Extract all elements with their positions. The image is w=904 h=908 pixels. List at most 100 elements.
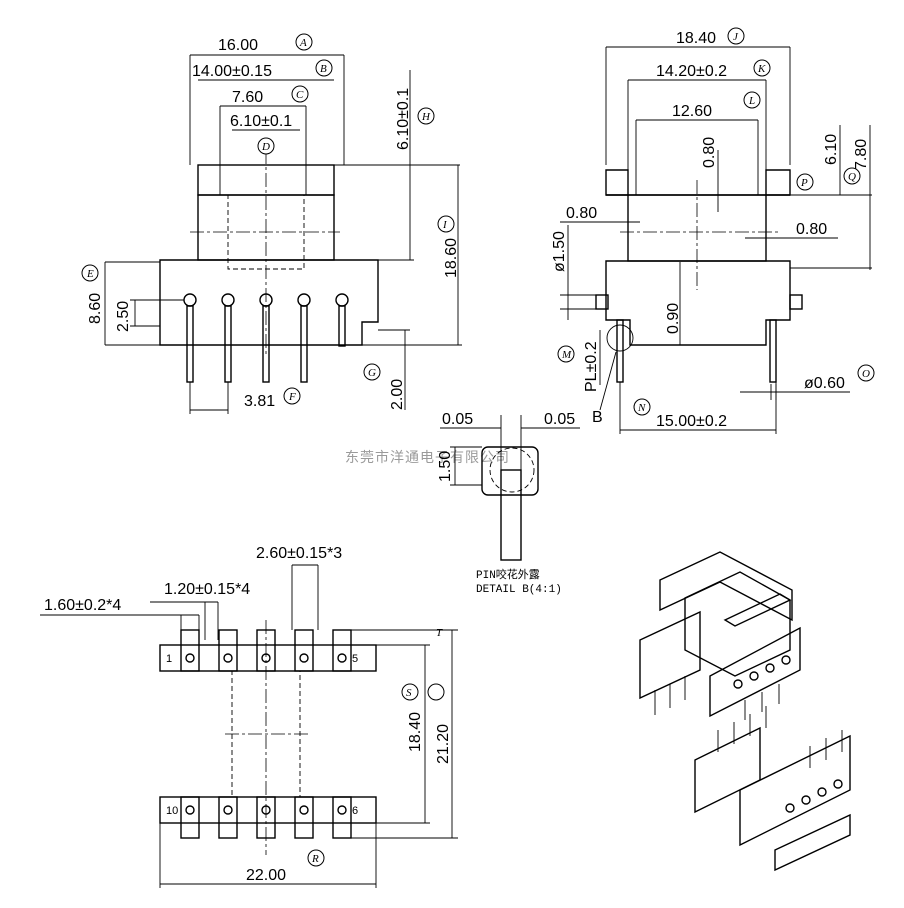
svg-text:C: C [296,89,304,101]
iso-top-flange [659,551,793,622]
front-pin [300,305,308,383]
dim-7-60: 7.60 [232,89,263,106]
detail-dim-height: 1.50 [437,451,454,482]
svg-text:A: A [299,37,307,49]
bottom-view: 1 5 10 6 2.60±0.15*3 1.20±0.15*4 1.60±0.… [40,545,458,888]
front-view: 16.00 A 14.00±0.15 B 7.60 C 6.10±0.1 D 6… [81,33,462,414]
front-pin-hole [297,293,311,307]
side-right-stub [789,294,803,310]
dim-16-00: 16.00 [218,37,258,54]
label-detail-b: B [592,409,603,426]
front-pin [262,305,270,383]
dim-1-20: 1.20±0.15*4 [164,581,250,598]
dim-15-00: 15.00±0.2 [656,413,727,430]
detail-pin [500,469,522,561]
side-left-stub [595,294,609,310]
detail-b-circle [606,324,634,352]
label-t: T [436,627,443,639]
side-right-tab [765,169,791,196]
dim-2-60: 2.60±0.15*3 [256,545,342,562]
side-left-tab [605,169,629,196]
dim-21-20: 21.20 [435,724,452,764]
bottom-bottom-rail [159,796,377,824]
bottom-top-rail [159,644,377,672]
dim-6-10-vertical: 6.10±0.1 [395,88,412,150]
dim-0-80-right: 0.80 [796,221,827,238]
iso-pins-lower [717,706,843,813]
pin-label-10: 10 [166,805,178,817]
iso-left-base [639,610,701,700]
detail-b-view: 0.05 0.05 1.50 PIN咬花外露 DETAIL B(4:1) [437,411,580,596]
dim-6-10-side: 6.10 [823,134,840,165]
detail-circle [489,447,535,493]
svg-text:H: H [421,111,431,123]
detail-dim-right: 0.05 [544,411,575,428]
svg-text:M: M [561,349,572,361]
front-pin-hole [221,293,235,307]
dim-7-80: 7.80 [853,139,870,170]
svg-text:O: O [862,368,870,380]
svg-text:D: D [261,141,270,153]
iso-right-base [709,626,801,718]
dim-0-80-top: 0.80 [701,137,718,168]
front-pin [338,305,346,347]
svg-text:B: B [320,63,327,75]
svg-text:G: G [368,367,376,379]
dim-dia-1-50: ø1.50 [551,231,568,272]
dim-18-40-bottom: 18.40 [407,712,424,752]
detail-dim-left: 0.05 [442,411,473,428]
dim-14-00: 14.00±0.15 [192,63,272,80]
svg-text:Q: Q [848,171,856,183]
dim-3-81: 3.81 [244,393,275,410]
dim-14-20: 14.20±0.2 [656,63,727,80]
front-pins [183,293,349,383]
dim-dia-0-60: ø0.60 [804,375,845,392]
iso-lower-right-block [739,734,851,847]
dim-2-50: 2.50 [115,301,132,332]
bottom-pins-top [180,629,352,672]
dim-0-80-left: 0.80 [566,205,597,222]
svg-text:P: P [800,177,808,189]
front-pin-hole [183,293,197,307]
dim-pl: PL±0.2 [583,341,600,392]
dim-2-00: 2.00 [389,379,406,410]
dim-8-60: 8.60 [87,293,104,324]
svg-text:K: K [757,63,766,75]
detail-title: PIN咬花外露 [476,567,540,582]
bottom-pins-bottom [180,796,352,839]
dim-18-60: 18.60 [443,238,460,278]
dim-22-00: 22.00 [246,867,286,884]
dim-1-60: 1.60±0.2*4 [44,597,121,614]
svg-text:S: S [406,687,412,699]
pin-label-5: 5 [352,653,358,665]
pin-label-6: 6 [352,805,358,817]
svg-text:E: E [86,268,94,280]
svg-text:N: N [637,402,646,414]
dim-18-40: 18.40 [676,30,716,47]
dim-0-90: 0.90 [665,303,682,334]
svg-text:J: J [733,31,739,43]
front-pin-hole [335,293,349,307]
side-view: 18.40 J 14.20±0.2 K 12.60 L 0.80 6.10 7.… [551,27,875,434]
svg-text:R: R [311,853,319,865]
svg-text:F: F [288,391,296,403]
svg-text:L: L [748,95,755,107]
side-pin-right [769,319,777,383]
iso-lower-tab [774,813,851,872]
empty-circle-marker [427,683,445,701]
dim-12-60: 12.60 [672,103,712,120]
detail-subtitle: DETAIL B(4:1) [476,584,562,596]
front-pin [224,305,232,383]
iso-pins-upper [733,655,791,720]
side-base [605,260,791,346]
iso-core [684,571,791,677]
svg-text:I: I [442,219,448,231]
iso-lower-left-block [694,726,761,814]
pin-label-1: 1 [166,653,172,665]
watermark: 东莞市洋通电子有限公司 [345,449,510,466]
isometric-view [639,551,851,872]
dim-6-10: 6.10±0.1 [230,113,292,130]
front-pin [186,305,194,383]
